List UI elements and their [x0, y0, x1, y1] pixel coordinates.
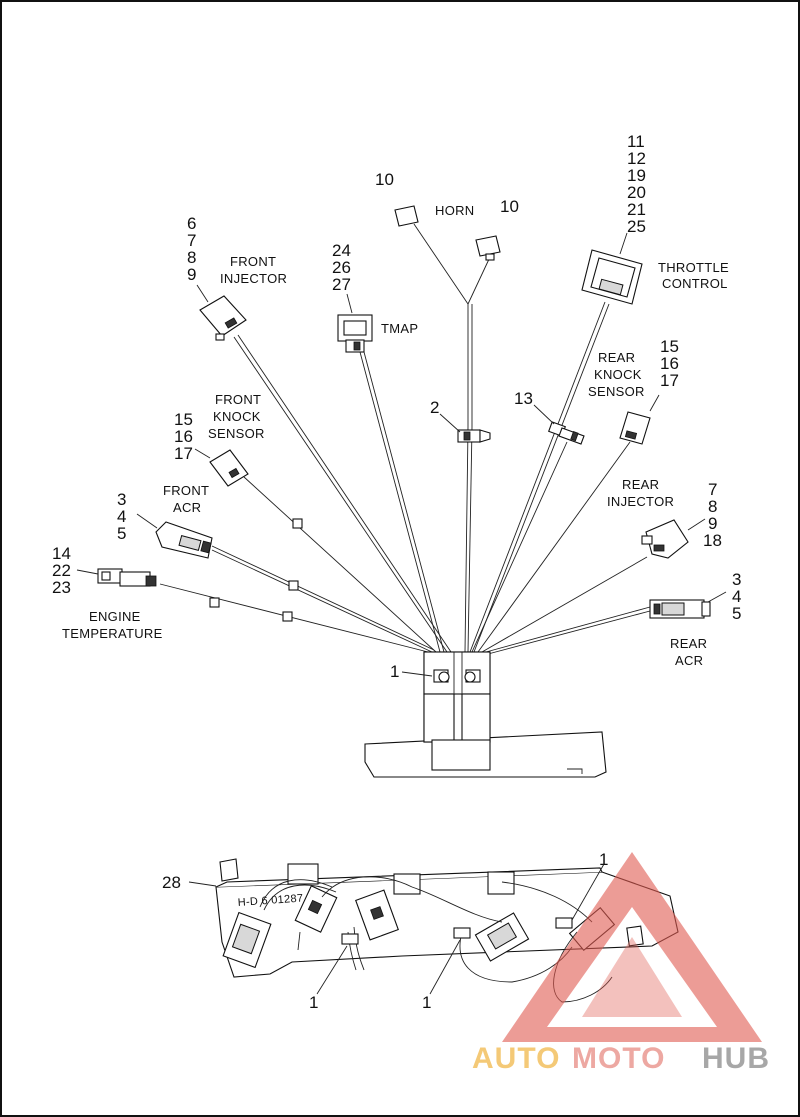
callout-engine-temp-1: 14 — [52, 544, 71, 563]
callout-rear-acr-3: 5 — [732, 604, 741, 623]
callout-throttle-1: 11 — [627, 132, 645, 151]
callout-horn-right: 10 — [500, 197, 519, 216]
callout-clip-1-right: 1 — [599, 850, 608, 869]
label-front-knock-2: KNOCK — [213, 409, 261, 424]
front-acr-connector — [136, 513, 213, 559]
watermark-hub: HUB — [702, 1042, 770, 1075]
callout-clip-2: 2 — [430, 398, 439, 417]
mounting-bracket-top — [364, 651, 607, 778]
callout-sensor-13: 13 — [514, 389, 533, 408]
label-front-injector-1: FRONT — [230, 254, 276, 269]
callout-rear-injector-4: 18 — [703, 531, 722, 550]
label-rear-acr-2: ACR — [675, 653, 703, 668]
callout-front-acr-1: 3 — [117, 490, 126, 509]
callout-rear-injector-2: 8 — [708, 497, 717, 516]
callout-tmap-3: 27 — [332, 275, 351, 294]
horn-connector-left — [394, 205, 419, 227]
label-rear-knock-2: KNOCK — [594, 367, 642, 382]
callout-tmap-1: 24 — [332, 241, 351, 260]
clip-2 — [439, 413, 491, 443]
callout-rear-acr-1: 3 — [732, 570, 741, 589]
label-front-injector-2: INJECTOR — [220, 271, 287, 286]
callout-clip-1-bottom-mid: 1 — [422, 993, 431, 1012]
watermark-auto: AUTO — [472, 1042, 560, 1075]
label-front-acr-1: FRONT — [163, 483, 209, 498]
callout-clip-1-top: 1 — [390, 662, 399, 681]
callout-front-injector-1: 6 — [187, 214, 196, 233]
callout-engine-temp-2: 22 — [52, 561, 71, 580]
callout-rear-knock-1: 15 — [660, 337, 679, 356]
callout-rear-injector-1: 7 — [708, 480, 717, 499]
callout-numbers: 10 10 11 12 19 20 21 25 6 7 8 9 24 26 27… — [52, 132, 741, 1012]
callout-rear-knock-2: 16 — [660, 354, 679, 373]
part-number-stamp: H-D 6 01287 — [237, 892, 303, 909]
callout-rear-injector-3: 9 — [708, 514, 717, 533]
rear-injector-connector — [641, 518, 706, 559]
label-rear-injector-1: REAR — [622, 477, 659, 492]
callout-front-knock-1: 15 — [174, 410, 193, 429]
callout-throttle-2: 12 — [627, 149, 646, 168]
engine-temperature-connector — [76, 568, 157, 587]
callout-base-28: 28 — [162, 873, 181, 892]
front-knock-sensor-connector — [194, 448, 249, 487]
label-rear-injector-2: INJECTOR — [607, 494, 674, 509]
label-front-acr-2: ACR — [173, 500, 201, 515]
throttle-control-connector — [581, 232, 643, 305]
sensor-13 — [533, 404, 585, 445]
callout-front-knock-2: 16 — [174, 427, 193, 446]
label-rear-knock-3: SENSOR — [588, 384, 645, 399]
watermark-logo: AUTO MOTO HUB — [472, 852, 770, 1075]
watermark-moto: MOTO — [572, 1042, 665, 1075]
label-engine-temp-1: ENGINE — [89, 609, 141, 624]
callout-horn-left: 10 — [375, 170, 394, 189]
horn-connector-right — [475, 235, 501, 261]
callout-front-acr-2: 4 — [117, 507, 126, 526]
label-front-knock-3: SENSOR — [208, 426, 265, 441]
callout-front-injector-4: 9 — [187, 265, 196, 284]
harness-wires — [159, 223, 651, 655]
label-engine-temp-2: TEMPERATURE — [62, 626, 163, 641]
label-tmap: TMAP — [381, 321, 418, 336]
callout-front-injector-3: 8 — [187, 248, 196, 267]
label-front-knock-1: FRONT — [215, 392, 261, 407]
callout-rear-knock-3: 17 — [660, 371, 679, 390]
rear-acr-connector — [649, 591, 727, 619]
label-rear-acr-1: REAR — [670, 636, 707, 651]
callout-front-knock-3: 17 — [174, 444, 193, 463]
tmap-connector — [337, 293, 373, 353]
label-horn: HORN — [435, 203, 474, 218]
wire-tags — [209, 518, 303, 622]
callout-throttle-6: 25 — [627, 217, 646, 236]
front-injector-connector — [196, 284, 247, 341]
callout-throttle-3: 19 — [627, 166, 646, 185]
watermark-triangle-icon — [502, 852, 762, 1042]
callout-throttle-5: 21 — [627, 200, 646, 219]
rear-knock-sensor-connector — [619, 394, 660, 445]
label-throttle-2: CONTROL — [662, 276, 728, 291]
label-rear-knock-1: REAR — [598, 350, 635, 365]
callout-throttle-4: 20 — [627, 183, 646, 202]
callout-tmap-2: 26 — [332, 258, 351, 277]
callout-front-acr-3: 5 — [117, 524, 126, 543]
callout-clip-1-bottom-left: 1 — [309, 993, 318, 1012]
callout-front-injector-2: 7 — [187, 231, 196, 250]
callout-engine-temp-3: 23 — [52, 578, 71, 597]
label-throttle-1: THROTTLE — [658, 260, 729, 275]
component-labels: HORN THROTTLE CONTROL FRONT INJECTOR TMA… — [62, 203, 729, 668]
callout-rear-acr-2: 4 — [732, 587, 741, 606]
